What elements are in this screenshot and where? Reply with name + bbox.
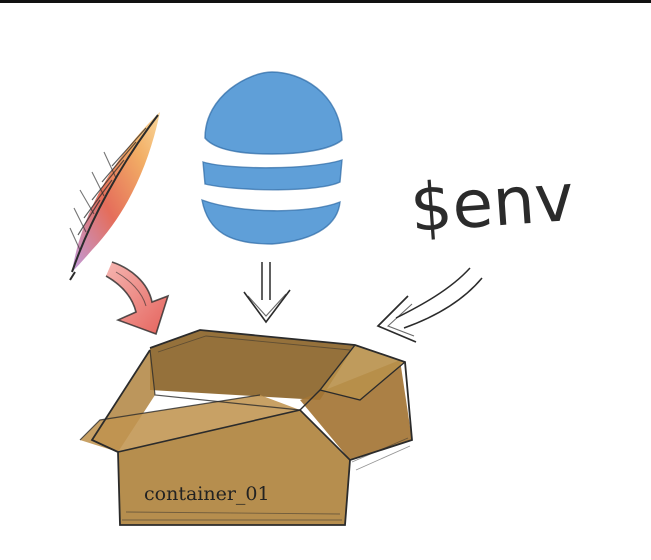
container-label: container_01 — [144, 483, 270, 505]
database-icon — [201, 71, 343, 245]
feather-icon — [69, 112, 160, 281]
env-label: $env — [408, 159, 576, 247]
box-icon: container_01 — [79, 329, 413, 526]
arrow-icon — [243, 262, 291, 324]
top-border — [0, 0, 651, 3]
arrow-icon — [105, 261, 170, 336]
arrow-icon — [376, 267, 483, 343]
